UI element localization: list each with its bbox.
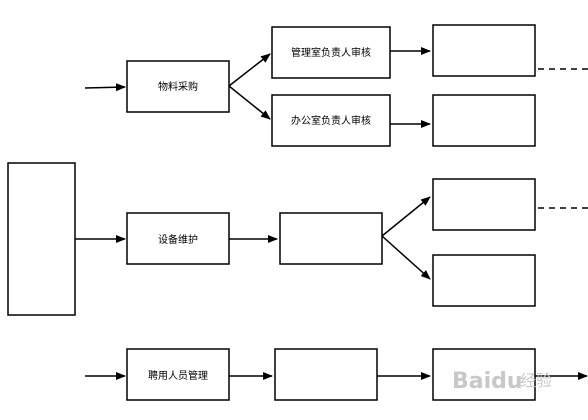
incoming-arrow-purchase [84, 83, 126, 92]
office-review-box [271, 94, 391, 147]
purchase-to-office-arrow [228, 85, 271, 120]
watermark-suffix: 经验 [520, 371, 552, 390]
manager-review-label: 管理室负责人审核 [291, 46, 371, 59]
watermark-brand: Baidu [452, 369, 523, 394]
manager-review-box [271, 26, 391, 79]
next-step-box-2 [432, 94, 536, 147]
equipment-maintenance-box [126, 212, 230, 265]
hiring-next-box [432, 348, 536, 401]
purchase-to-manager-arrow [228, 53, 271, 87]
material-purchase-box [126, 60, 230, 113]
maintenance-branch-box-2 [432, 254, 536, 307]
hiring-management-label: 聘用人员管理 [148, 369, 208, 382]
maintenance-branch-box-1 [432, 178, 536, 231]
hiring-step-box [274, 348, 378, 401]
next-step-box-1 [432, 24, 536, 77]
source-box [7, 162, 76, 316]
office-review-label: 办公室负责人审核 [291, 114, 371, 127]
step-to-lower-arrow [381, 235, 431, 280]
maintenance-step-box [279, 212, 383, 265]
equipment-maintenance-label: 设备维护 [158, 233, 198, 246]
material-purchase-label: 物料采购 [158, 80, 198, 93]
hiring-management-box [126, 348, 230, 401]
step-to-upper-arrow [381, 196, 431, 237]
